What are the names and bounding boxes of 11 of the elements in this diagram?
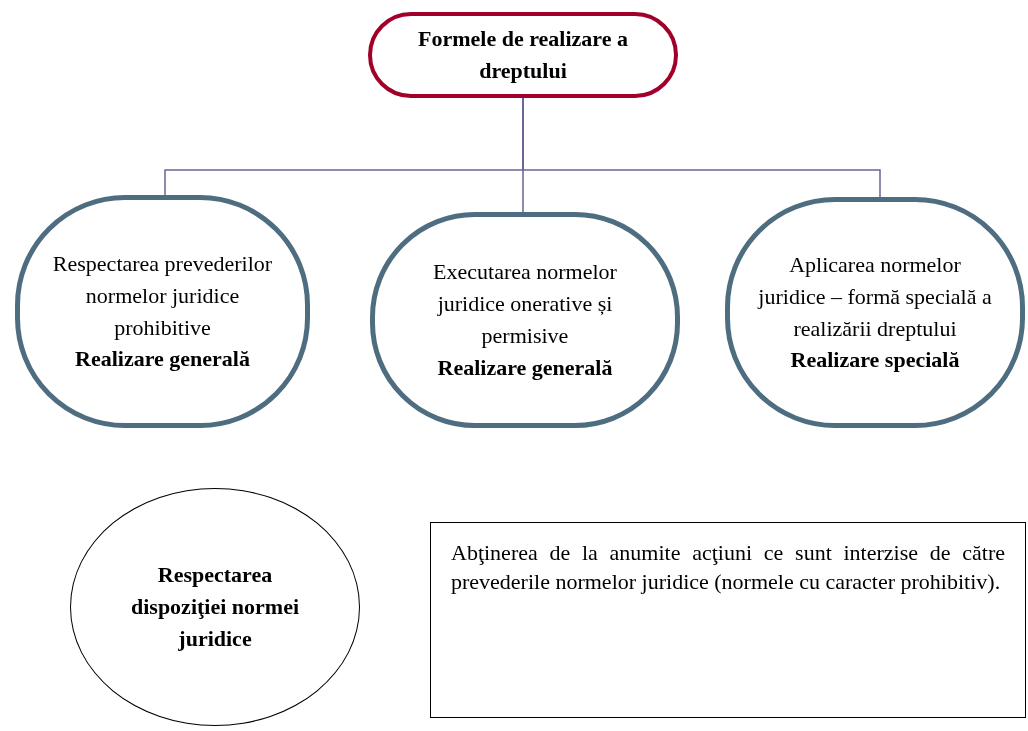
node-text: Respectarea prevederilor normelor juridice prohibitive (51, 249, 274, 342)
node-text: Respectarea dispoziţiei normei juridice (129, 561, 300, 653)
node-text: Executarea normelor juridice onerative și permisive (432, 258, 618, 350)
node-subtitle: Realizare generală (437, 353, 613, 382)
node-text: Aplicarea normelor juridice – formă specială a realizării dreptului (756, 250, 993, 343)
node-subtitle: Realizare generală (75, 345, 250, 374)
text-box (430, 522, 1026, 718)
node-text: Formele de realizare a dreptului (417, 25, 629, 85)
node-text: Abţinerea de la anumite acţiuni ce sunt interzise de către prevederile normelor juridice (normele cu caracter prohibitiv). (451, 539, 1005, 596)
node-subtitle: Realizare specială (790, 346, 960, 375)
connector-line (522, 97, 881, 198)
